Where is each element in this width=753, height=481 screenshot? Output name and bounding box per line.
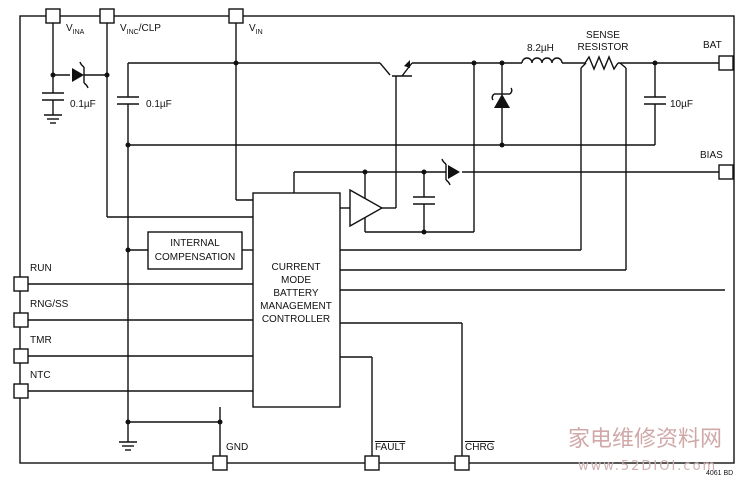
label-vina: VINA [66,23,85,36]
label-rng-ss: RNG/SS [30,299,69,310]
label-gnd: GND [226,442,248,453]
diode-icon [448,165,460,179]
label-tmr: TMR [30,335,52,346]
pin-run [13,276,29,292]
watermark-url: www.52DIOI.com [578,459,717,474]
label-cap2: 0.1µF [146,99,172,110]
pin-vin [228,8,244,24]
diode-icon [72,68,84,82]
compensation-label-line2: COMPENSATION [155,252,235,263]
watermark-chinese: 家电维修资料网 [568,427,722,452]
label-sense-line2: RESISTOR [578,42,629,53]
pin-gnd [212,455,228,471]
controller-line-4: MANAGEMENT [260,301,332,312]
controller-line-1: CURRENT [272,262,321,273]
battery-controller-block [252,192,341,408]
sense-resistor-icon [584,55,619,71]
label-bias: BIAS [700,150,723,161]
compensation-label-line1: INTERNAL [170,238,220,249]
pin-tmr [13,348,29,364]
inductor-icon [521,57,563,64]
controller-line-5: CONTROLLER [262,314,330,325]
transistor-icon [379,62,391,76]
pin-bat [718,55,734,71]
pin-chrg [454,455,470,471]
label-cap3: 10µF [670,99,693,110]
label-cap1: 0.1µF [70,99,96,110]
pin-rng-ss [13,312,29,328]
ic-outline [19,15,735,464]
pin-bias [718,164,734,180]
label-chrg: CHRG [465,442,495,453]
label-run: RUN [30,263,52,274]
schottky-diode-icon [494,94,510,108]
controller-line-2: MODE [281,275,311,286]
controller-line-3: BATTERY [273,288,319,299]
label-ntc: NTC [30,370,51,381]
amplifier-icon [349,188,384,228]
label-vinc: VINC/CLP [120,23,161,36]
label-sense-line1: SENSE [586,30,620,41]
label-inductor: 8.2µH [527,43,554,54]
label-vin: VIN [249,23,263,36]
pin-vinc [99,8,115,24]
label-fault: FAULT [375,442,405,453]
pin-ntc [13,383,29,399]
pin-fault [364,455,380,471]
figure-id: 4061 BD [706,470,733,477]
pin-vina [45,8,61,24]
internal-compensation-block [147,231,243,270]
label-bat: BAT [703,40,722,51]
